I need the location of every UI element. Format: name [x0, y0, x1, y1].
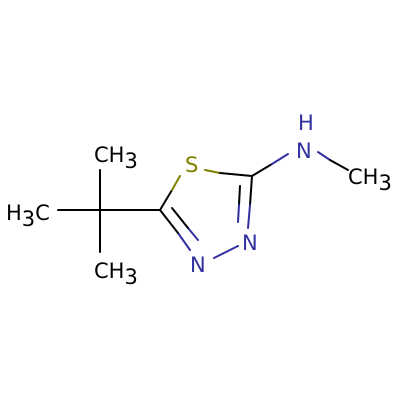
atom-hydrogen-amine: H	[298, 111, 314, 135]
bond-n4-c5	[159, 209, 179, 234]
bond-s-c2	[219, 172, 253, 177]
atom-labels: S H N CH3 N N CH3 H3C CH3	[6, 111, 392, 289]
bond-n4-c5-inner-color	[187, 227, 199, 241]
bond-nh-methyl-color	[317, 151, 331, 161]
bonds	[57, 151, 349, 259]
bond-n3-n4	[213, 245, 239, 259]
bond-n4-c5-inner	[171, 207, 189, 229]
atom-nitrogen-ring-left: N	[190, 253, 206, 277]
bond-n4-c5-color	[177, 232, 191, 251]
atom-methyl-bottom: CH3	[94, 259, 138, 289]
atom-nitrogen-amine: N	[296, 139, 312, 163]
bond-nh-methyl	[329, 159, 349, 171]
bond-c2-nh	[251, 163, 273, 177]
bond-c2-n3-inner-color	[237, 204, 240, 223]
bond-c5-s-color	[171, 175, 181, 191]
atom-nitrogen-ring-right: N	[242, 231, 258, 255]
bond-c2-n3-color	[247, 204, 251, 229]
bond-c2-n3	[249, 175, 253, 206]
atom-methyl-right: CH3	[348, 165, 392, 195]
atom-methyl-left: H3C	[6, 201, 50, 231]
bond-s-c2-color	[204, 169, 221, 174]
atom-sulfur: S	[185, 153, 198, 177]
bond-c5-s	[159, 189, 173, 211]
atom-methyl-top: CH3	[94, 143, 138, 173]
bond-c2-n3-inner	[238, 185, 241, 206]
bond-c2-nh-color	[271, 153, 289, 165]
